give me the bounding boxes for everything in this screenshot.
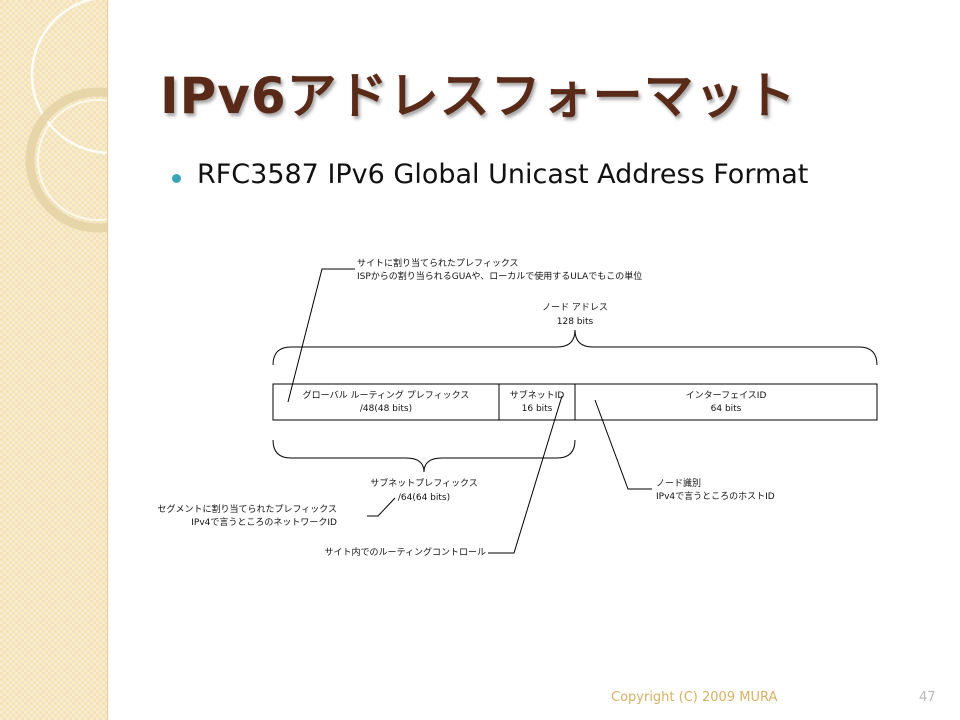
field-subnet-id-label: サブネットID xyxy=(509,391,565,401)
subnet-prefix-label: サブネットプレフィックス xyxy=(370,479,478,489)
footer-copyright: Copyright (C) 2009 MURA xyxy=(611,690,778,705)
site-prefix-label: サイトに割り当てられたプレフィックス xyxy=(357,259,519,269)
node-id-label: ノード識別 xyxy=(656,479,702,489)
callout-site-routing xyxy=(488,395,563,554)
node-address-label: ノード アドレス xyxy=(542,303,608,313)
segment-prefix-desc: IPv4で言うところのネットワークID xyxy=(191,518,337,528)
field-interface-id-bits: 64 bits xyxy=(710,404,742,414)
field-routing-prefix-bits: /48(48 bits) xyxy=(359,404,413,414)
subnet-prefix-brace xyxy=(272,439,576,473)
decorative-rings xyxy=(25,0,107,233)
callout-site-prefix xyxy=(287,268,355,403)
field-subnet-id-bits: 16 bits xyxy=(521,404,553,414)
bullet-dot-icon xyxy=(172,174,181,183)
field-routing-prefix-label: グローバル ルーティング プレフィックス xyxy=(302,391,470,401)
node-id-desc: IPv4で言うところのホストID xyxy=(656,492,775,502)
node-address-bits: 128 bits xyxy=(556,317,594,327)
node-address-brace xyxy=(272,329,878,366)
segment-prefix-label: セグメントに割り当てられたプレフィックス xyxy=(157,505,337,515)
site-prefix-desc: ISPからの割り当られるGUAや、ローカルで使用するULAでもこの単位 xyxy=(357,272,643,282)
callout-segment xyxy=(367,497,396,517)
site-routing-label: サイト内でのルーティングコントロール xyxy=(324,548,486,558)
bullet-text: RFC3587 IPv6 Global Unicast Address Form… xyxy=(197,159,809,190)
page-number: 47 xyxy=(919,690,936,705)
field-interface-id-label: インターフェイスID xyxy=(685,391,767,401)
callout-node-id xyxy=(594,399,652,490)
subnet-prefix-bits: /64(64 bits) xyxy=(397,493,451,503)
slide-title: IPv6アドレスフォーマット xyxy=(160,67,797,125)
